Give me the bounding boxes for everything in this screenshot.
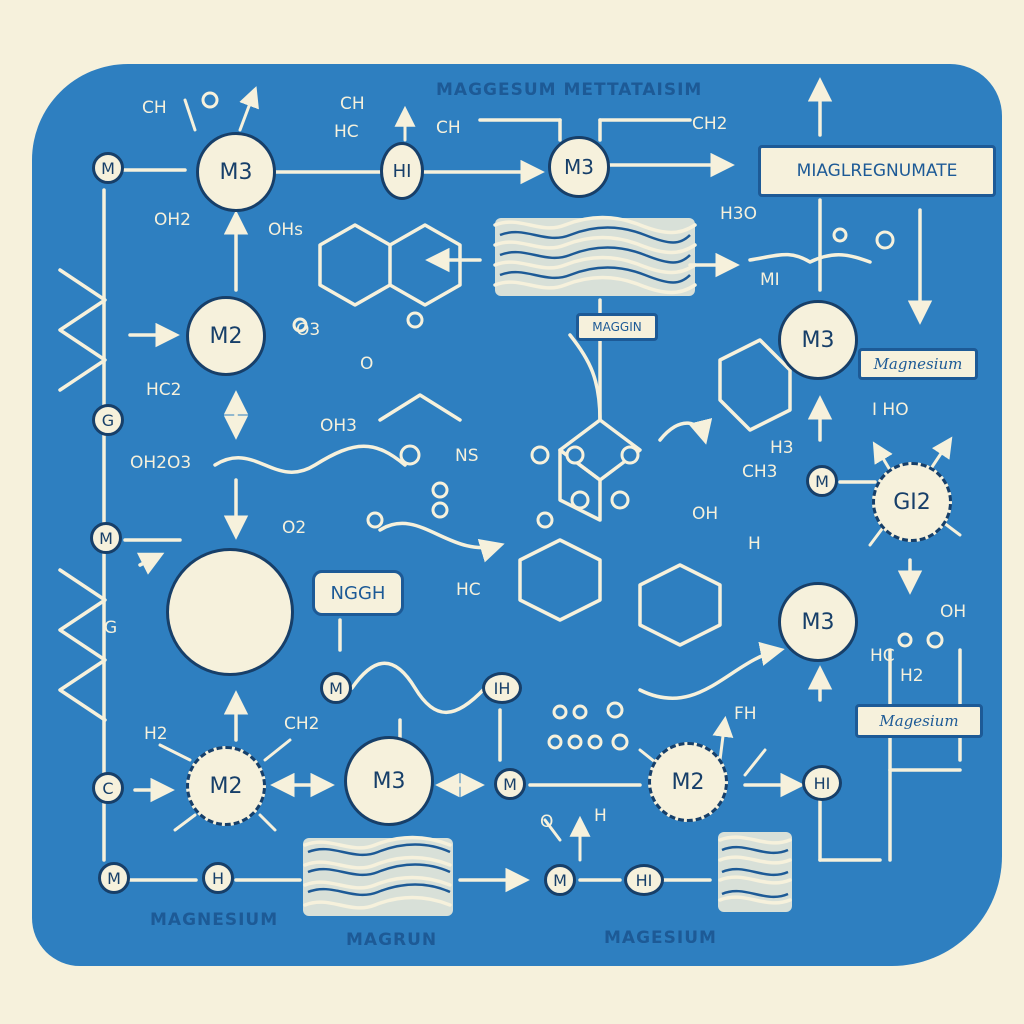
formula-oh3-center: OH3: [320, 416, 357, 436]
formula-i-ho-right: I HO: [872, 400, 909, 420]
formula-o3-ring: O3: [296, 320, 321, 340]
formula-hc2-left: HC2: [146, 380, 182, 400]
node-gi2-right: GI2: [872, 462, 952, 542]
formula-h3-ring: H3: [770, 438, 794, 458]
maggin-box: MAGGIN: [576, 313, 658, 341]
formula-ch3-right: CH3: [742, 462, 778, 482]
formula-ohs-ring: OHs: [268, 220, 304, 240]
node-m2-bottom-right: M2: [648, 742, 728, 822]
node-m3-right: M3: [778, 300, 858, 380]
magnesium-box-upper: Magnesium: [858, 348, 978, 380]
node-m-wave-left: M: [320, 672, 352, 704]
diagram-title: MAGGESUM METTATAISIM: [436, 80, 703, 100]
formula-ch2-bottom-left: CH2: [284, 714, 320, 734]
formula-hc-center: HC: [456, 580, 481, 600]
formula-h-bottom-mid: H: [594, 806, 607, 826]
node-m3-right-low: M3: [778, 582, 858, 662]
formula-ns-center: NS: [455, 446, 479, 466]
magesium-box-lower: Magesium: [855, 704, 983, 738]
nggh-box: NGGH: [312, 570, 404, 616]
node-m-top-left: M: [92, 152, 124, 184]
node-hi-bottom-mid: HI: [624, 864, 664, 896]
node-m2-left: M2: [186, 296, 266, 376]
node-m2-bottom-left: M2: [186, 746, 266, 826]
node-g-left: G: [92, 404, 124, 436]
formula-ch2-top: CH2: [692, 114, 728, 134]
formula-oh2-left: OH2: [154, 210, 191, 230]
formula-o-bottom-mid: O: [540, 812, 554, 832]
header-box: MIAGLREGNUMATE: [758, 145, 996, 197]
formula-hc-top: HC: [334, 122, 359, 142]
formula-oh2o3-left: OH2O3: [130, 453, 192, 473]
node-m-bottom-center: M: [494, 768, 526, 800]
formula-h-right-top: H: [748, 534, 761, 554]
node-hi-bottom-right: HI: [802, 765, 842, 801]
node-c-left: C: [92, 772, 124, 804]
formula-oh-center: OH: [692, 504, 719, 524]
bottom-label-magnesium: MAGNESIUM: [150, 910, 279, 930]
bottom-label-magrun: MAGRUN: [346, 930, 438, 950]
node-m3-top: M3: [196, 132, 276, 212]
node-hi-top: HI: [380, 142, 424, 200]
formula-mi-right: MI: [760, 270, 780, 290]
bottom-label-magesium: MAGESIUM: [604, 928, 717, 948]
formula-g-letter-left: G: [104, 618, 118, 638]
formula-fh-bottom: FH: [734, 704, 757, 724]
formula-h3o-right: H3O: [720, 204, 757, 224]
formula-ch-mid-top: CH: [436, 118, 461, 138]
formula-h2-bottom-left: H2: [144, 724, 168, 744]
formula-o2-left: O2: [282, 518, 307, 538]
node-m3-top-center: M3: [548, 136, 610, 198]
formula-ch-top: CH: [142, 98, 167, 118]
formula-hc-right-low: HC: [870, 646, 895, 666]
formula-oh-right: OH: [940, 602, 967, 622]
enzyme-node-left: [166, 548, 294, 676]
node-ih-wave-right: IH: [482, 672, 522, 704]
node-m-bottom-mid: M: [544, 864, 576, 896]
node-m-right: M: [806, 465, 838, 497]
node-h-bottom: H: [202, 862, 234, 894]
formula-h2-right-low: H2: [900, 666, 924, 686]
node-m-left-mid: M: [90, 522, 122, 554]
formula-o-ring-top: O: [360, 354, 374, 374]
node-m3-bottom-center: M3: [344, 736, 434, 826]
formula-ch-right-top: CH: [340, 94, 365, 114]
node-m-bottom-left: M: [98, 862, 130, 894]
